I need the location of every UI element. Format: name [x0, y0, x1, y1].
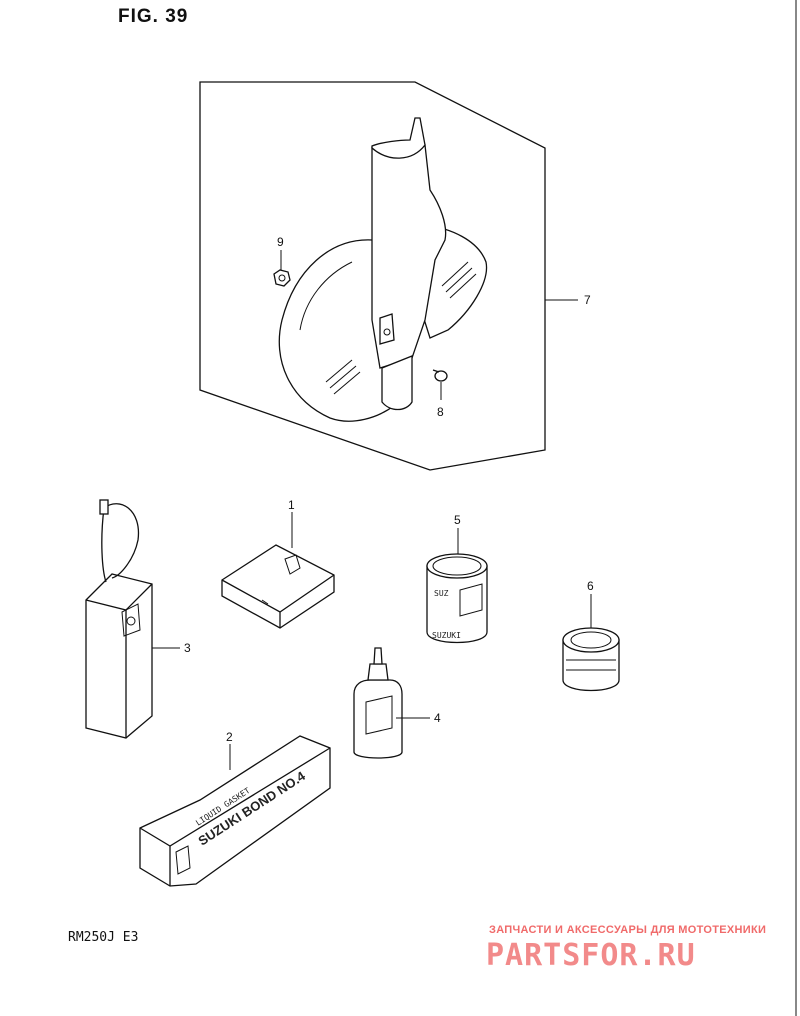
oil-bottle-part [353, 647, 403, 759]
bolt-part [432, 369, 448, 382]
tall-can-part: SUZ SUZUKI [426, 553, 488, 644]
callout-2: 2 [226, 730, 233, 744]
svg-text:SUZ: SUZ [434, 589, 449, 598]
callout-7: 7 [584, 293, 591, 307]
callout-8: 8 [437, 405, 444, 419]
figure-title: FIG. 39 [118, 6, 189, 27]
watermark-tagline: ЗАПЧАСТИ И АКСЕССУАРЫ ДЛЯ МОТОТЕХНИКИ [489, 924, 767, 936]
short-can-part [562, 627, 620, 692]
bond-box-part: LIQUID GASKET SUZUKI BOND NO.4 [139, 735, 331, 887]
callout-5: 5 [454, 513, 461, 527]
callout-labels: 1 2 3 4 5 6 7 8 9 [184, 235, 594, 744]
leader-lines [152, 250, 592, 770]
assembly-box [199, 81, 546, 471]
callout-4: 4 [434, 711, 441, 725]
nut-part [273, 269, 291, 287]
callout-6: 6 [587, 579, 594, 593]
callout-1: 1 [288, 498, 295, 512]
jerry-can-part [85, 499, 153, 739]
model-code: RM250J E3 [68, 930, 139, 945]
tool-case-part [221, 544, 335, 629]
callout-9: 9 [277, 235, 284, 249]
can-brand-text: SUZUKI [432, 631, 461, 640]
callout-3: 3 [184, 641, 191, 655]
frame-guard-part [278, 117, 488, 422]
watermark-logo: PARTSFOR.RU [486, 938, 696, 973]
